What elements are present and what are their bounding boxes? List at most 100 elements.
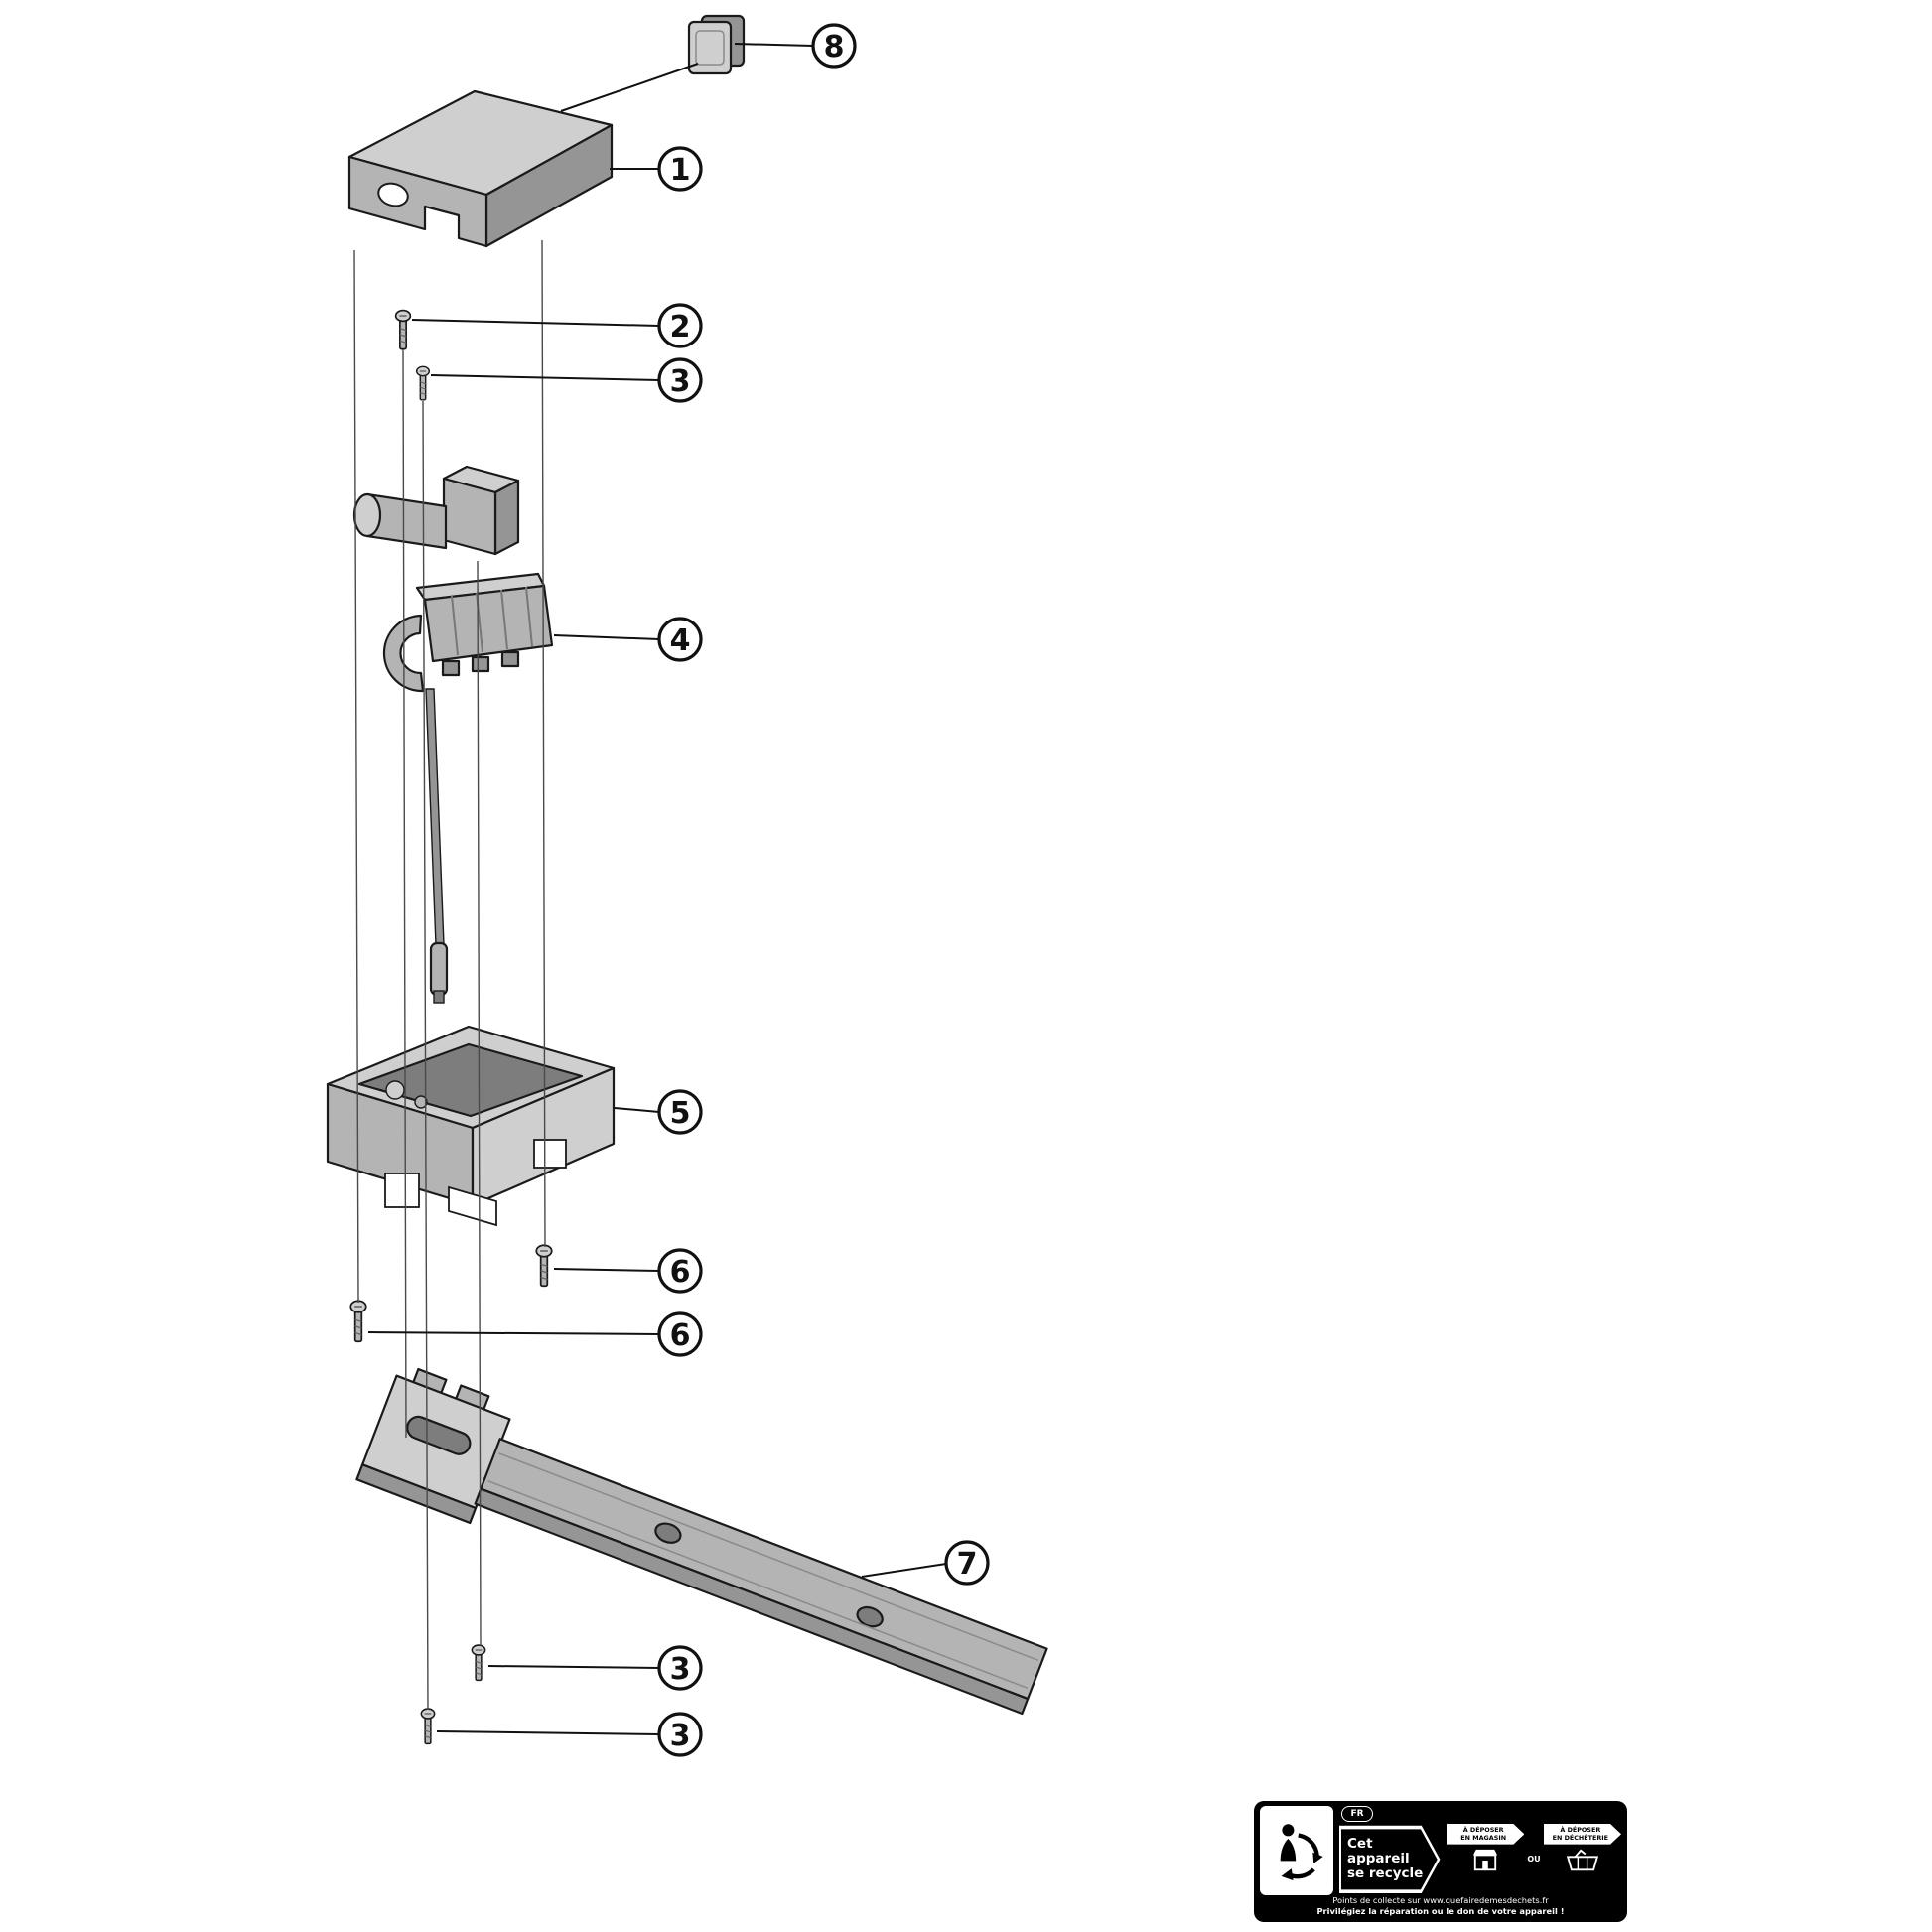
leader-2 [411,319,660,327]
alignment-axis-lines [353,239,546,1711]
leader-8-to-cover [560,63,699,112]
triman-logo [1260,1806,1333,1895]
bracket-tooth [500,650,520,668]
housing-notch [448,1185,497,1227]
axis-line [477,560,482,1647]
leader-4 [553,634,660,640]
fr-badge: FR [1341,1806,1373,1822]
bracket-tooth [471,655,490,673]
connector-barrel-cap [352,492,382,538]
dechetterie-tag-line1: À DÉPOSER [1560,1826,1601,1834]
rod-ferrule [429,941,449,997]
connector-block-front [442,477,497,556]
screw-3-bottom-right [471,1644,486,1682]
plate-front [687,20,733,75]
callout-number: 6 [670,1255,691,1290]
callout-6-right: 6 [657,1248,703,1294]
dropoff-dechetterie-tag: À DÉPOSER EN DÉCHÈTERIE [1543,1824,1622,1845]
housing-boss [414,1095,428,1109]
headline-line2: se recycle [1347,1865,1424,1882]
callout-number: 3 [670,1652,691,1687]
callout-number: 7 [957,1547,978,1582]
recycling-info-label: FR Cet appareil se recycle À DÉPOSER EN … [1254,1801,1627,1922]
dropoff-dechetterie: À DÉPOSER EN DÉCHÈTERIE [1543,1824,1622,1895]
rail-ridge [498,1452,1039,1662]
triman-icon [1280,1824,1323,1881]
callout-1: 1 [657,146,703,192]
callout-number: 2 [670,310,691,345]
recycle-label-main: Cet appareil se recycle À DÉPOSER EN MAG… [1339,1824,1622,1895]
dropoff-store-tag: À DÉPOSER EN MAGASIN [1447,1824,1525,1845]
leader-6-right [553,1268,660,1272]
rail-front-edge [474,1487,1030,1716]
recycle-label-top: FR Cet appareil se recycle À DÉPOSER EN … [1260,1806,1622,1895]
housing-floor [357,1042,584,1118]
axis-line [422,400,429,1711]
callout-number: 1 [670,153,691,188]
store-icon [1473,1849,1498,1870]
recycle-label-footer: Points de collecte sur www.quefairedemes… [1260,1895,1621,1918]
callout-circle [657,303,703,348]
leader-7 [861,1563,947,1578]
rod-tip [433,990,445,1004]
callout-6-left: 6 [657,1311,703,1357]
footer-repair-advice: Privilégiez la réparation ou le don de v… [1316,1906,1565,1917]
leader-8 [734,43,814,47]
part-top-cover [347,89,614,248]
callout-number: 5 [670,1096,691,1131]
callout-number: 3 [670,1719,691,1753]
part-lower-housing [326,1025,616,1227]
plate-inner-line [695,30,725,66]
leader-3-top [430,374,660,381]
store-tag-line2: EN MAGASIN [1460,1834,1507,1843]
cover-hole [377,182,409,207]
callout-number: 8 [824,30,845,65]
bracket-tooth [441,659,461,677]
separator-ou: OU [1527,1855,1541,1864]
leader-6-left [367,1331,660,1335]
callout-circle [657,1248,703,1294]
callout-circle [944,1540,990,1586]
callout-3-bottom-left: 3 [657,1712,703,1757]
leader-3-bottom-left [436,1730,660,1735]
leader-lines [367,43,947,1735]
dechetterie-icon [1566,1849,1598,1870]
housing-right-wall [471,1066,616,1207]
rail-hole [654,1522,682,1544]
callout-circle [657,1089,703,1135]
headline-line1: Cet appareil [1347,1836,1410,1867]
callout-circle [657,146,703,192]
callout-7: 7 [944,1540,990,1586]
rail-slot [406,1415,472,1455]
bracket-rib [451,595,459,656]
recycle-headline: Cet appareil se recycle [1339,1824,1441,1895]
screw-6-right [535,1244,553,1288]
part-cylindrical-connector [352,465,520,556]
part-clamp-bracket [382,572,554,693]
callout-number: 3 [670,364,691,399]
screw-2 [394,309,412,350]
recycle-label-right: FR Cet appareil se recycle À DÉPOSER EN … [1339,1806,1622,1895]
callout-number: 4 [670,623,691,658]
axis-line [402,348,407,1439]
callout-number: 6 [670,1318,691,1353]
callout-2: 2 [657,303,703,348]
leader-5 [614,1107,660,1113]
rail-head-edge [355,1463,478,1525]
bracket-rib [525,586,533,647]
callout-circle [657,1712,703,1757]
store-tag-line1: À DÉPOSER [1462,1826,1504,1834]
leader-3-bottom-right [487,1665,660,1669]
part-connecting-rod [425,688,449,1004]
callout-circle [657,617,703,662]
dropoff-options: À DÉPOSER EN MAGASIN OU À DÉPOSER [1447,1824,1622,1895]
callout-4: 4 [657,617,703,662]
rail-hole [856,1605,884,1628]
housing-notch [533,1139,567,1169]
axis-line [353,249,359,1304]
bracket-clip [382,614,425,693]
rod-shaft [425,688,445,946]
bracket-front-face [423,584,554,663]
